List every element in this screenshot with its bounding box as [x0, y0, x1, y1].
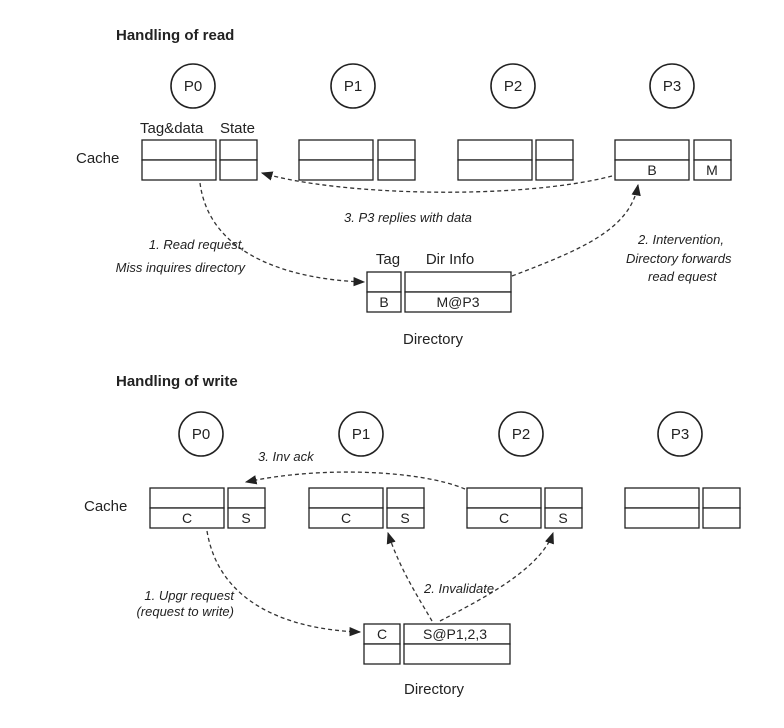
invalidate-p1-arrow	[386, 531, 433, 622]
write-section-title: Handling of write	[116, 373, 238, 390]
write-cache-p3	[624, 487, 741, 529]
read-cache-p0	[141, 139, 258, 181]
write-cache-p2: C S	[466, 487, 583, 529]
read-processor-label: P2	[504, 78, 522, 95]
read-cache-label: Cache	[76, 150, 119, 167]
write-processor-label: P2	[512, 426, 530, 443]
write-directory-label: Directory	[404, 681, 465, 698]
p1-state-value: S	[400, 510, 409, 526]
upgr-request-arrow	[206, 530, 362, 637]
read-section-title: Handling of read	[116, 27, 234, 44]
p3-state-value: M	[706, 162, 718, 178]
write-directory: C S@P1,2,3	[363, 623, 511, 665]
write-cache-label: Cache	[84, 498, 127, 515]
read-step1-line2: Miss inquires directory	[116, 260, 247, 275]
write-step1-line2: (request to write)	[136, 604, 234, 619]
p0-data-value: C	[182, 510, 192, 526]
write-processor-p0: P0	[178, 411, 224, 457]
data-reply-arrow	[260, 171, 613, 193]
read-directory: B M@P3	[366, 271, 512, 313]
intervention-arrow	[511, 183, 641, 277]
write-cache-p1: C S	[308, 487, 425, 529]
read-processor-label: P3	[663, 78, 681, 95]
read-step3: 3. P3 replies with data	[344, 210, 472, 225]
read-processor-p2: P2	[490, 63, 536, 109]
p3-tag-value: B	[647, 162, 656, 178]
write-processor-label: P0	[192, 426, 210, 443]
read-cache-p2	[457, 139, 574, 181]
write-step1-line1: 1. Upgr request	[144, 588, 235, 603]
read-request-arrow	[199, 182, 366, 287]
p2-data-value: C	[499, 510, 509, 526]
read-step1-line1: 1. Read request,	[149, 237, 245, 252]
read-processor-p0: P0	[170, 63, 216, 109]
read-step2-line2: Directory forwards	[626, 251, 732, 266]
dir-tag-value: B	[379, 294, 388, 310]
dir-tag-header: Tag	[376, 251, 400, 268]
write-processor-p1: P1	[338, 411, 384, 457]
write-step3: 3. Inv ack	[258, 449, 315, 464]
write-dir-tag-value: C	[377, 626, 387, 642]
read-directory-label: Directory	[403, 331, 464, 348]
read-cache-p3: B M	[614, 139, 732, 181]
read-processor-label: P1	[344, 78, 362, 95]
write-cache-p0: C S	[149, 487, 266, 529]
dir-info-header: Dir Info	[426, 251, 474, 268]
read-processor-label: P0	[184, 78, 202, 95]
inv-ack-arrow	[244, 471, 466, 490]
read-step2-line1: 2. Intervention,	[637, 232, 724, 247]
p1-data-value: C	[341, 510, 351, 526]
write-processor-p3: P3	[657, 411, 703, 457]
p0-state-value: S	[241, 510, 250, 526]
invalidate-p2-arrow	[439, 531, 554, 622]
read-processor-p1: P1	[330, 63, 376, 109]
write-step2: 2. Invalidate	[423, 581, 494, 596]
read-step2-line3: read equest	[648, 269, 718, 284]
write-processor-p2: P2	[498, 411, 544, 457]
tag-data-header: Tag&data	[140, 120, 204, 137]
read-processor-p3: P3	[649, 63, 695, 109]
p2-state-value: S	[558, 510, 567, 526]
write-processor-label: P3	[671, 426, 689, 443]
write-processor-label: P1	[352, 426, 370, 443]
dir-info-value: M@P3	[437, 294, 480, 310]
read-cache-p1	[298, 139, 416, 181]
state-header: State	[220, 120, 255, 137]
write-dir-info-value: S@P1,2,3	[423, 626, 487, 642]
